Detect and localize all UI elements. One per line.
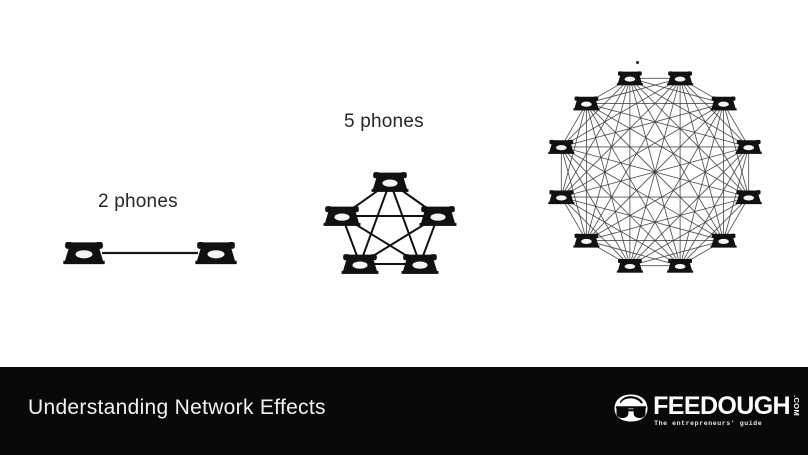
logo-wordmark: FEEDOUGH (653, 392, 790, 420)
network-edge (586, 240, 681, 267)
network-edge (585, 103, 631, 266)
network-edge (629, 78, 681, 266)
network-edge (629, 77, 724, 104)
phone-node (573, 233, 600, 248)
network-edge (561, 146, 681, 266)
phone-node (616, 258, 643, 273)
diagram-canvas: 2 phones (63, 61, 762, 274)
network-edge (560, 78, 631, 198)
group-label-five-phones: 5 phones (344, 111, 424, 132)
network-edge (561, 196, 724, 242)
phone-node (667, 258, 694, 273)
network-edge (561, 146, 724, 241)
stray-artifact-dot (636, 61, 639, 64)
network-edge (560, 103, 587, 198)
network-edge (629, 78, 749, 198)
phone-node (323, 206, 361, 226)
phone-node (548, 139, 575, 154)
phone-node (548, 190, 575, 205)
phone-node (710, 233, 737, 248)
phone-node (419, 206, 457, 226)
phone-node (735, 190, 762, 205)
network-edge (586, 102, 749, 148)
network-diagram-two-phones (63, 241, 237, 265)
network-edge (723, 103, 750, 148)
phone-node (195, 241, 237, 265)
logo-text-block: FEEDOUGH The entrepreneurs' guide .COM (653, 392, 801, 428)
phone-node (735, 139, 762, 154)
phone-node (401, 254, 439, 274)
network-edge (723, 196, 750, 241)
network-edge (586, 103, 749, 198)
phone-node (573, 96, 600, 111)
phone-node (616, 71, 643, 86)
network-edge (561, 196, 631, 266)
network-edge (586, 103, 681, 266)
network-edge (560, 103, 587, 148)
phone-node (371, 172, 409, 192)
network-diagram-five-phones (323, 172, 457, 274)
network-edge (585, 78, 631, 241)
network-edge (629, 78, 724, 241)
phone-node (710, 96, 737, 111)
network-diagram-twelve-phones (548, 71, 762, 273)
network-edge (629, 103, 724, 266)
network-edge (561, 78, 631, 148)
network-edge (629, 77, 749, 148)
network-edge (586, 78, 681, 241)
logo-domain-suffix: .COM (792, 395, 801, 417)
phone-node (63, 241, 105, 265)
network-edge (561, 103, 724, 198)
page-title: Understanding Network Effects (28, 396, 326, 419)
phone-node (667, 71, 694, 86)
network-edge (560, 196, 587, 241)
group-label-two-phones: 2 phones (98, 191, 178, 212)
face-with-sunglasses-icon (614, 394, 648, 422)
phone-node (341, 254, 379, 274)
network-edge (560, 146, 587, 241)
network-edge (586, 146, 749, 241)
footer-bar (0, 367, 808, 455)
feedough-logo[interactable]: FEEDOUGH The entrepreneurs' guide .COM (612, 392, 801, 433)
logo-tagline: The entrepreneurs' guide (654, 420, 763, 427)
